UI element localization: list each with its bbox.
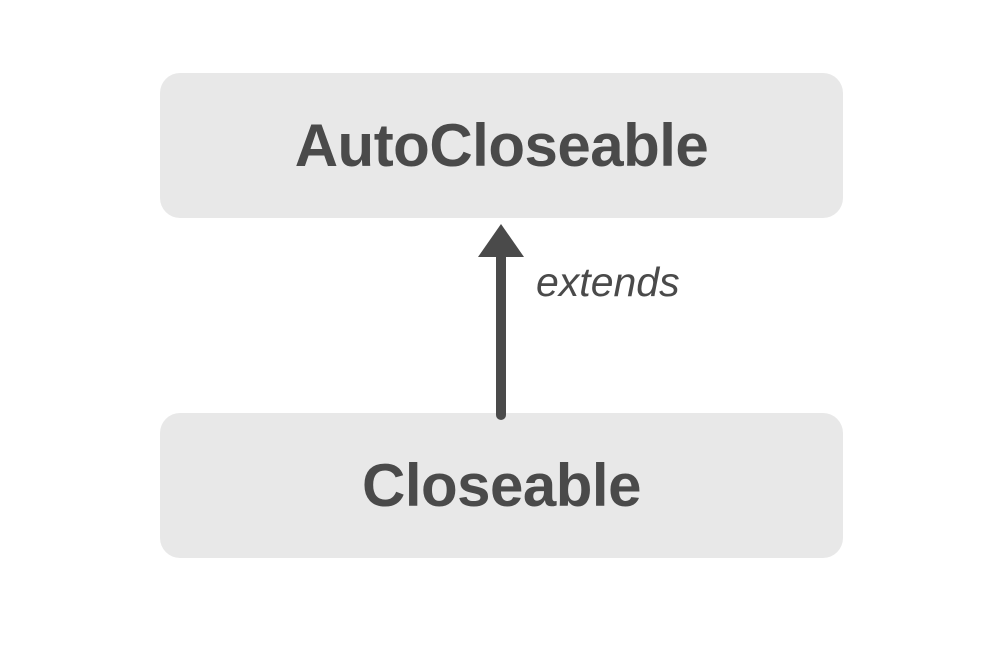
extends-arrow-icon (478, 224, 524, 420)
edge-label-extends: extends (536, 259, 680, 305)
uml-node-label-autocloseable: AutoCloseable (294, 111, 709, 179)
extends-arrow-head (478, 224, 524, 257)
uml-node-label-closeable: Closeable (362, 451, 641, 519)
uml-node-closeable[interactable]: Closeable (160, 413, 843, 558)
uml-node-autocloseable[interactable]: AutoCloseable (160, 73, 843, 218)
